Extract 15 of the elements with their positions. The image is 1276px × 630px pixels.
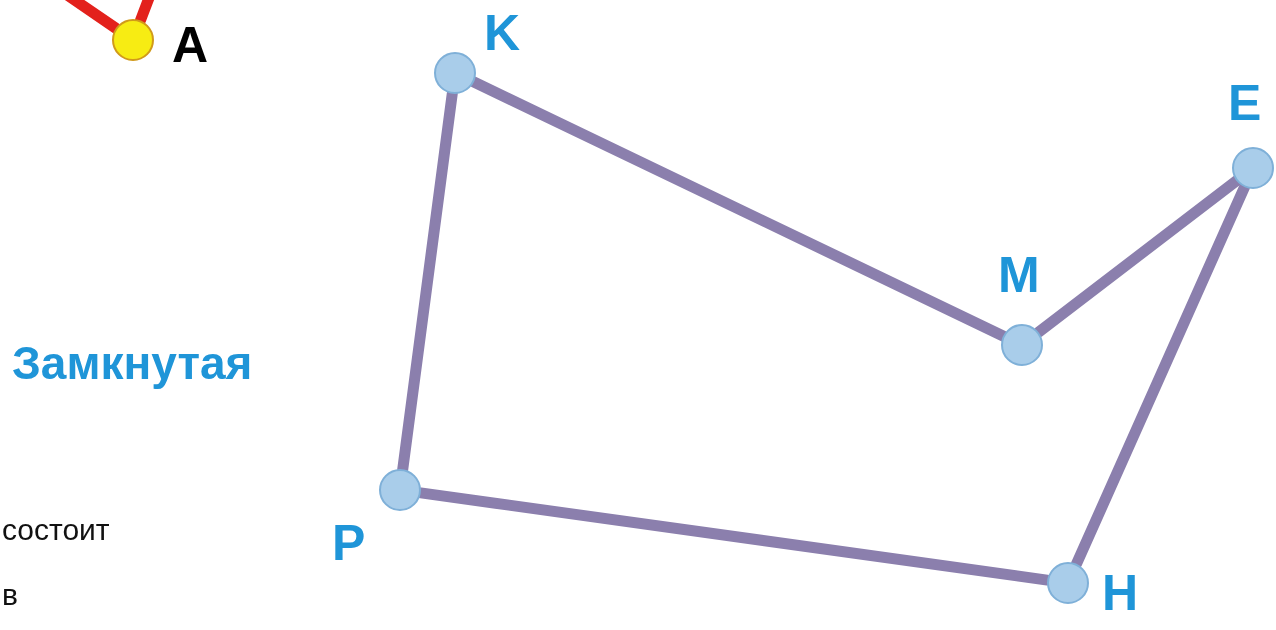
caption-text: в (2, 580, 18, 610)
line-segment (1033, 175, 1242, 338)
point-marker (1047, 562, 1089, 604)
point-marker (112, 19, 154, 61)
point-marker (1001, 324, 1043, 366)
point-marker (379, 469, 421, 511)
point-marker (434, 52, 476, 94)
point-label: E (1228, 78, 1262, 128)
point-label: A (172, 20, 209, 70)
caption-text: состоит (2, 515, 110, 545)
point-label: K (484, 8, 521, 58)
point-marker (1232, 147, 1274, 189)
point-label: M (998, 250, 1040, 300)
point-label: P (332, 518, 366, 568)
point-label: H (1102, 568, 1139, 618)
